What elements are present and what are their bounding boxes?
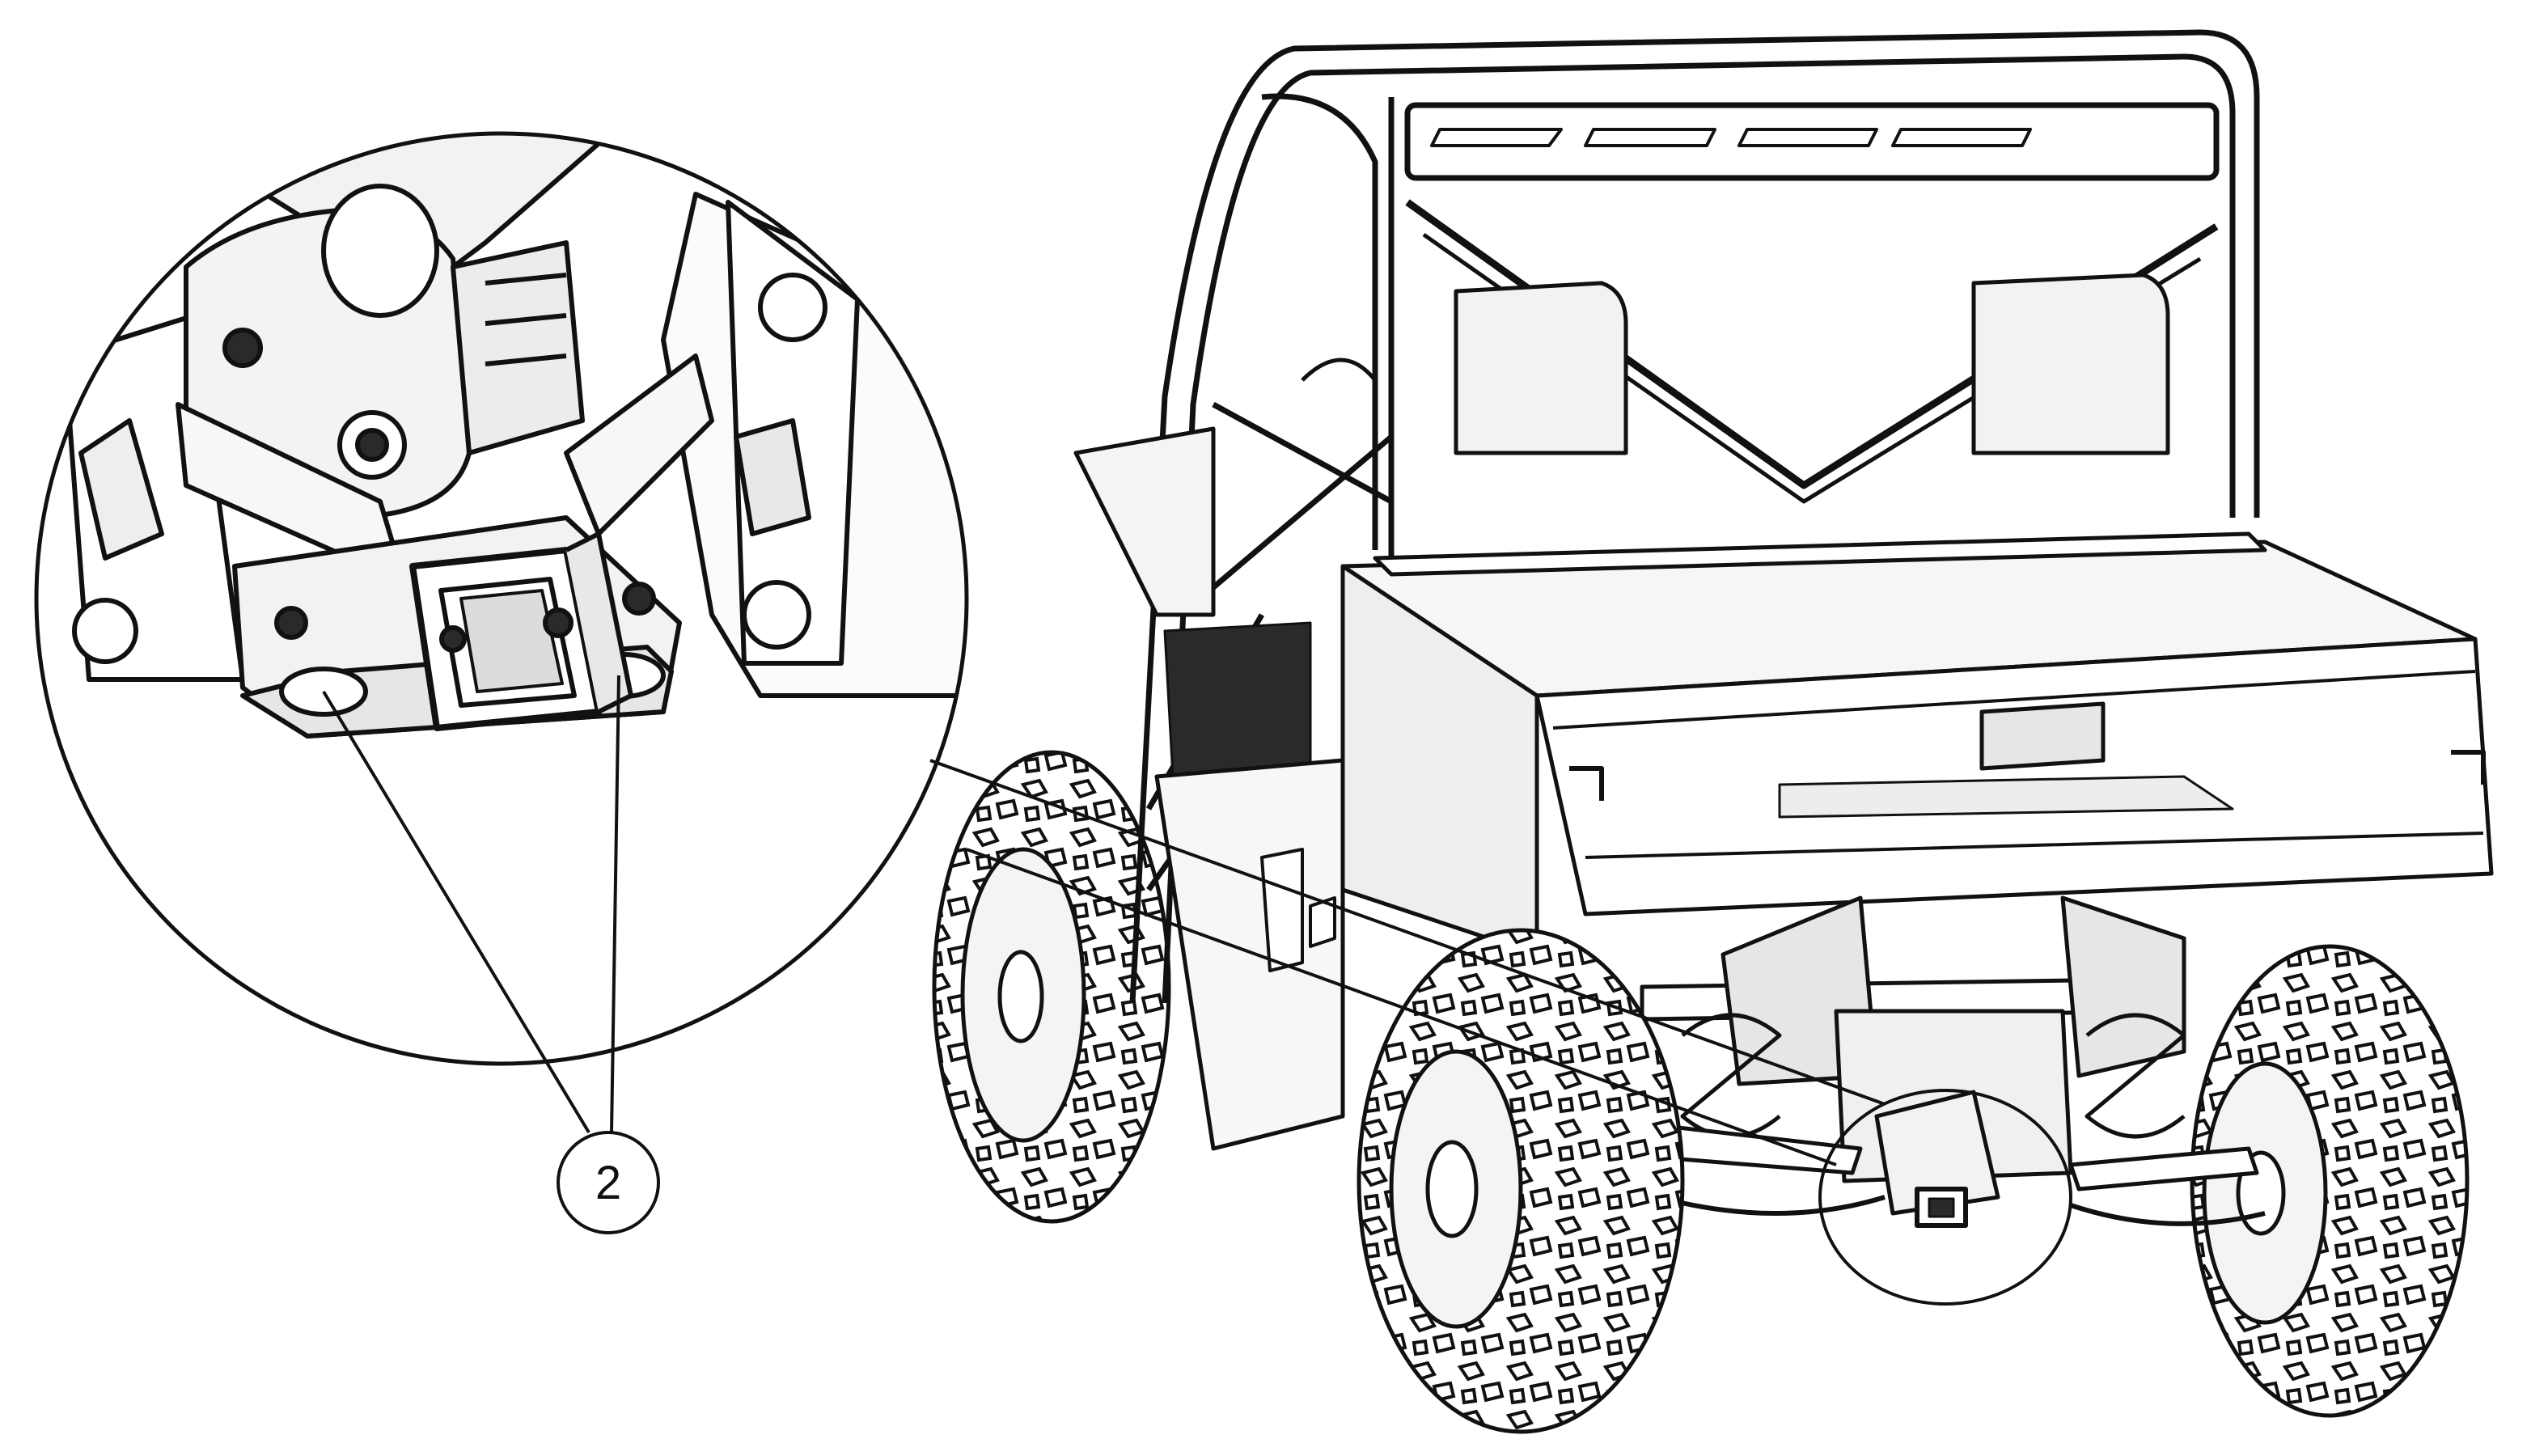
- receiver-tube: [409, 531, 633, 731]
- source-zoom-ring: [1818, 1089, 2072, 1306]
- leader-line-right: [610, 675, 620, 1133]
- right-rear-wheel: [2190, 944, 2470, 1418]
- left-rear-wheel: [1357, 928, 1685, 1434]
- detail-magnifier: [34, 131, 969, 1066]
- zoom-connector-upper: [929, 759, 1886, 1106]
- callout-number: 2: [595, 1157, 621, 1209]
- side-body: [1073, 426, 1345, 1151]
- hitch-receiver-small: [1874, 1090, 2000, 1228]
- leader-line-left: [322, 690, 590, 1134]
- magnifier-ring: [34, 131, 969, 1066]
- callout-bubble: 2: [557, 1131, 660, 1234]
- cargo-bed: [1340, 531, 2494, 957]
- left-front-wheel: [932, 750, 1171, 1224]
- zoom-connector-lower: [966, 848, 1837, 1166]
- seats: [1301, 273, 2170, 455]
- utility-vehicle: [932, 29, 2494, 1434]
